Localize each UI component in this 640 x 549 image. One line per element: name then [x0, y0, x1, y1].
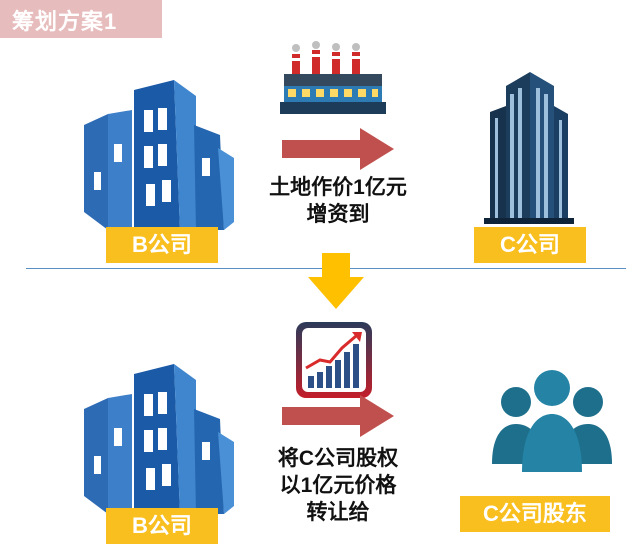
- tower-building-icon: [484, 72, 574, 224]
- bottom-caption-line2: 以1亿元价格: [279, 474, 397, 497]
- arrow-right-icon: [282, 128, 394, 170]
- company-b-label-bottom: B公司: [106, 508, 218, 544]
- factory-icon: [280, 41, 386, 114]
- top-caption: 土地作价1亿元 增资到: [238, 174, 438, 228]
- company-c-shareholders-label: C公司股东: [460, 496, 610, 532]
- office-building-icon-bottom: [84, 364, 234, 514]
- growth-chart-icon: [296, 322, 372, 398]
- people-group-icon: [492, 370, 612, 472]
- company-c-label-top: C公司: [474, 227, 586, 263]
- bottom-caption-line3: 转让给: [306, 501, 370, 524]
- office-building-icon: [84, 80, 234, 230]
- page-title: 筹划方案1: [12, 9, 118, 34]
- top-caption-line1: 土地作价1亿元: [269, 176, 407, 199]
- title-tag: [0, 0, 162, 38]
- arrow-down-icon: [308, 253, 364, 309]
- top-caption-line2: 增资到: [306, 203, 370, 226]
- company-b-label-top: B公司: [106, 227, 218, 263]
- bottom-caption-line1: 将C公司股权: [277, 447, 399, 470]
- bottom-caption: 将C公司股权 以1亿元价格 转让给: [238, 445, 438, 526]
- arrow-right-icon-bottom: [282, 395, 394, 437]
